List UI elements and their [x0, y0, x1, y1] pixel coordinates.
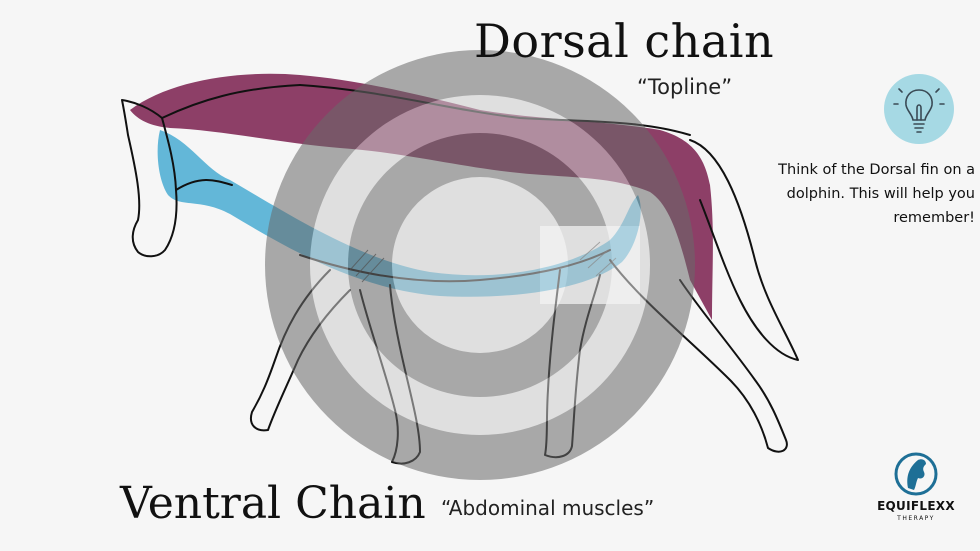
horse-head-outline [121, 99, 178, 258]
horse-hind-leg-right [609, 259, 788, 453]
dorsal-chain-title: Dorsal chain [474, 14, 775, 68]
tip-text: Think of the Dorsal fin on a dolphin. Th… [778, 162, 975, 226]
horse-tail-outline [689, 139, 799, 361]
equiflexx-logo: EQUIFLEXX THERAPY [868, 448, 964, 540]
ventral-chain-title: Ventral Chain [120, 478, 426, 529]
ventral-chain-subtitle: “Abdominal muscles” [441, 496, 655, 520]
logo-name: EQUIFLEXX [877, 499, 955, 513]
dorsal-chain-subtitle: “Topline” [637, 75, 733, 99]
lightbulb-icon [884, 74, 954, 144]
ventral-chain-band [157, 130, 641, 297]
horse-head-icon [894, 452, 938, 496]
horse-neck-outline [161, 84, 301, 191]
logo-tagline: THERAPY [897, 515, 935, 522]
copyright-icon [265, 50, 695, 480]
